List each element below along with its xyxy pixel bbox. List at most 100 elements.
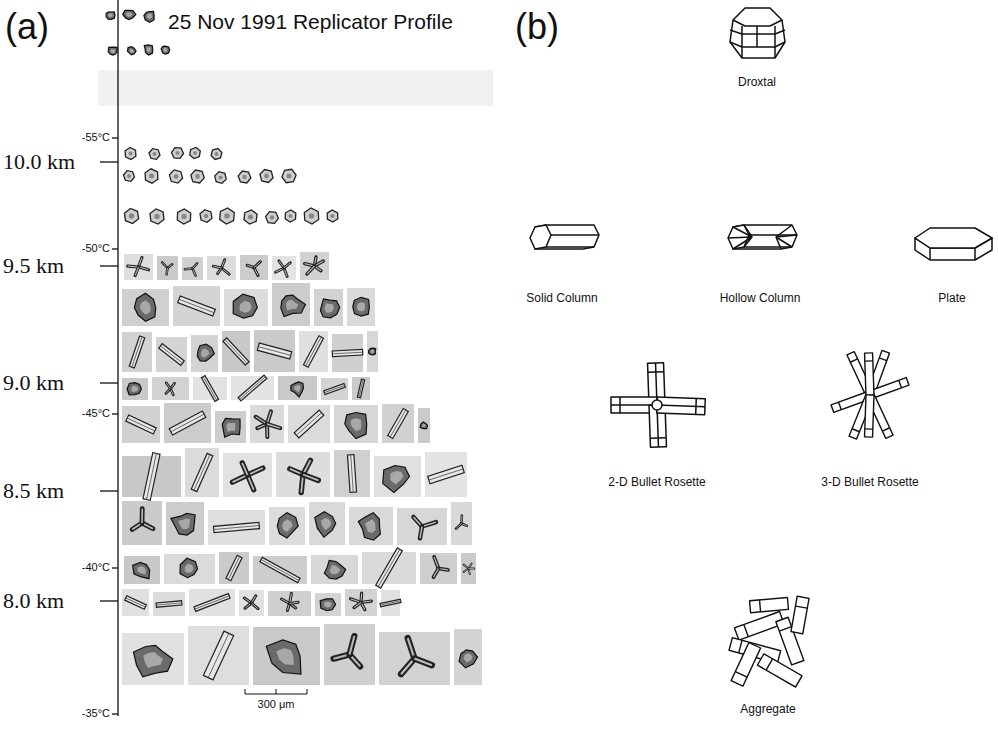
crystal-photo <box>122 289 169 326</box>
crystal-photo <box>194 594 230 612</box>
crystal-photo <box>324 383 346 394</box>
crystal-photo <box>214 526 259 530</box>
crystal-photo <box>156 337 187 372</box>
crystal-photo <box>379 632 450 685</box>
crystal-photo <box>123 10 136 19</box>
crystal-photo <box>191 335 218 372</box>
crystal-photo <box>106 10 482 685</box>
crystal-photo <box>357 379 364 398</box>
crystal-photo <box>324 383 346 394</box>
crystal-photo <box>303 336 323 367</box>
crystal-photo <box>238 375 267 401</box>
crystal-photo <box>154 214 159 219</box>
crystal-photo <box>161 46 170 54</box>
crystal-photo <box>240 301 252 313</box>
crystal-photo <box>203 631 233 680</box>
crystal-photo <box>191 453 213 491</box>
crystal-photo <box>124 171 135 182</box>
crystal-photo <box>182 257 203 280</box>
crystal-photo <box>469 567 475 569</box>
crystal-photo <box>345 589 377 616</box>
crystal-photo <box>137 566 146 574</box>
crystal-photo <box>129 336 145 368</box>
plate-drawing <box>915 228 992 260</box>
crystal-photo <box>303 475 318 481</box>
crystal-photo <box>258 347 290 356</box>
crystal-photo <box>334 405 378 443</box>
crystal-photo <box>266 640 301 674</box>
crystal-photo <box>240 377 266 400</box>
bullet-rosette-3d-drawing <box>831 350 909 439</box>
crystal-photo <box>185 448 219 497</box>
crystal-photo <box>347 455 356 493</box>
crystal-photo <box>156 603 182 605</box>
crystal-photo <box>173 286 220 326</box>
crystal-photo <box>172 148 184 159</box>
crystal-photo <box>269 507 305 545</box>
crystal-photo <box>311 555 358 584</box>
crystal-photo <box>244 210 257 224</box>
crystal-photo <box>303 475 318 481</box>
habit-label: Solid Column <box>526 292 597 306</box>
crystal-photo <box>286 300 298 311</box>
crystal-photo <box>194 594 230 612</box>
crystal-photo <box>193 263 198 268</box>
crystal-photo <box>425 452 467 497</box>
panel-letter: (a) <box>5 6 49 47</box>
crystal-photo <box>200 210 212 223</box>
crystal-photo <box>380 601 400 605</box>
crystal-photo <box>327 210 338 222</box>
crystal-photo <box>253 627 320 685</box>
crystal-photo <box>291 382 304 397</box>
crystal-photo <box>309 502 345 545</box>
crystal-photo <box>143 453 160 501</box>
crystal-photo <box>193 377 227 400</box>
crystal-photo <box>282 519 293 532</box>
crystal-photo <box>454 629 482 685</box>
crystal-photo <box>240 255 268 280</box>
crystal-photo <box>204 214 208 218</box>
crystal-photo <box>347 288 375 326</box>
crystal-photo <box>215 411 246 443</box>
crystal-photo <box>267 424 280 428</box>
crystal-photo <box>166 502 204 545</box>
crystal-photo <box>420 422 427 429</box>
crystal-photo <box>351 455 354 493</box>
crystal-photo <box>223 453 272 497</box>
habit-label: Hollow Column <box>720 292 801 306</box>
crystal-photo <box>164 554 215 584</box>
crystal-photo <box>126 415 156 434</box>
crystal-photo <box>388 409 409 439</box>
crystal-photo <box>238 375 267 401</box>
crystal-photo <box>257 343 291 359</box>
crystal-photo <box>352 377 370 400</box>
crystal-photo <box>169 170 182 183</box>
crystal-photo <box>144 45 153 55</box>
crystal-photo <box>223 338 249 365</box>
crystal-photo <box>260 557 300 582</box>
crystal-photo <box>129 49 133 53</box>
crystal-photo <box>242 463 247 475</box>
crystal-photo <box>165 268 168 274</box>
crystal-photo <box>197 344 214 361</box>
crystal-photo <box>428 465 465 483</box>
crystal-photo <box>330 565 341 574</box>
habit-label: 3-D Bullet Rosette <box>821 476 918 490</box>
crystal-photo <box>459 650 477 668</box>
crystal-photo <box>270 215 274 219</box>
crystal-photo <box>264 174 269 179</box>
crystal-photo <box>415 659 432 666</box>
crystal-photo <box>223 338 249 365</box>
crystal-photo <box>456 524 462 529</box>
crystal-photo <box>134 293 155 321</box>
crystal-photo <box>277 513 298 539</box>
crystal-photo <box>207 256 236 280</box>
crystal-photo <box>332 349 363 356</box>
crystal-photo <box>408 638 415 658</box>
crystal-photo <box>330 214 334 218</box>
bullet-rosette-2d-drawing <box>611 363 705 448</box>
crystal-photo <box>307 266 315 274</box>
crystal-photo <box>106 12 115 19</box>
crystal-photo <box>208 633 229 677</box>
